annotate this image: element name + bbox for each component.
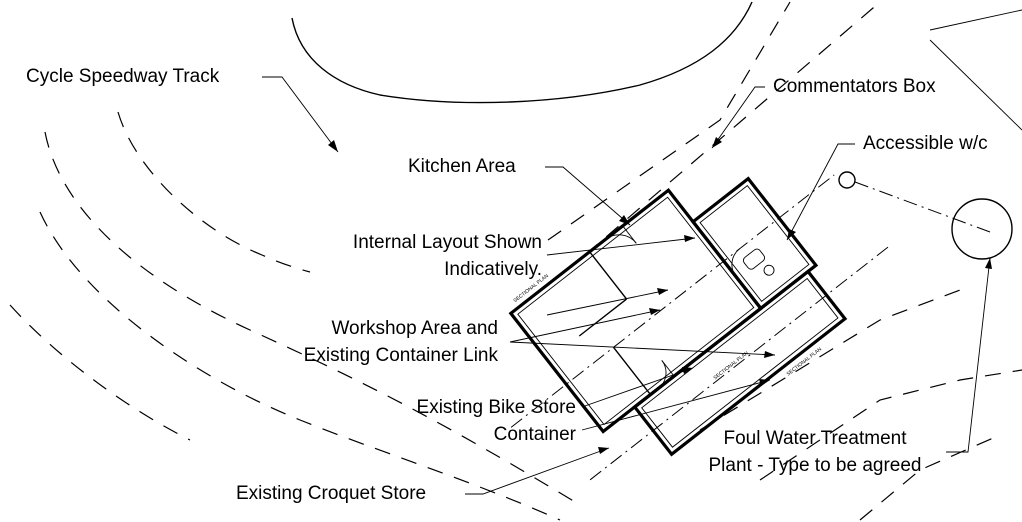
boundary-dashed-line-a bbox=[547, 1, 791, 241]
label-workshop-line1: Workshop Area and bbox=[331, 318, 498, 339]
label-croquet-store: Existing Croquet Store bbox=[236, 483, 427, 504]
label-foul-water-line1: Foul Water Treatment bbox=[723, 428, 907, 449]
label-foul-water-line2: Plant - Type to be agreed bbox=[708, 455, 922, 476]
track-dashed-line-2 bbox=[44, 131, 581, 506]
track-dashed-line-3 bbox=[39, 211, 561, 521]
label-commentators-box: Commentators Box bbox=[773, 76, 936, 97]
svg-text:SECTIONAL PLAN: SECTIONAL PLAN bbox=[713, 350, 751, 381]
vent-line bbox=[854, 181, 991, 233]
leader-lines bbox=[262, 76, 992, 495]
label-workshop-line2: Existing Container Link bbox=[303, 345, 498, 366]
corner-line bbox=[929, 9, 1022, 31]
boundary-dashed-line-b bbox=[584, 1, 881, 256]
label-cycle-speedway-track: Cycle Speedway Track bbox=[26, 66, 220, 87]
label-bike-store-line1: Existing Bike Store bbox=[416, 397, 576, 418]
corner-line-2 bbox=[929, 39, 1022, 131]
label-kitchen-area: Kitchen Area bbox=[408, 156, 516, 177]
label-internal-layout-line1: Internal Layout Shown bbox=[352, 232, 542, 253]
boundary-dashed-line-d bbox=[759, 369, 1022, 481]
track-boundary-curve bbox=[291, 1, 753, 104]
boundary-dashed-line-c bbox=[699, 289, 961, 431]
treatment-plant-circle bbox=[951, 198, 1013, 260]
label-accessible-wc: Accessible w/c bbox=[863, 133, 988, 154]
label-internal-layout-line2: Indicatively. bbox=[444, 259, 542, 280]
track-dashed-line-1 bbox=[117, 111, 311, 273]
label-bike-store-line2: Container bbox=[493, 424, 576, 445]
vent-circle bbox=[838, 171, 856, 189]
track-dashed-line-4 bbox=[9, 304, 191, 441]
